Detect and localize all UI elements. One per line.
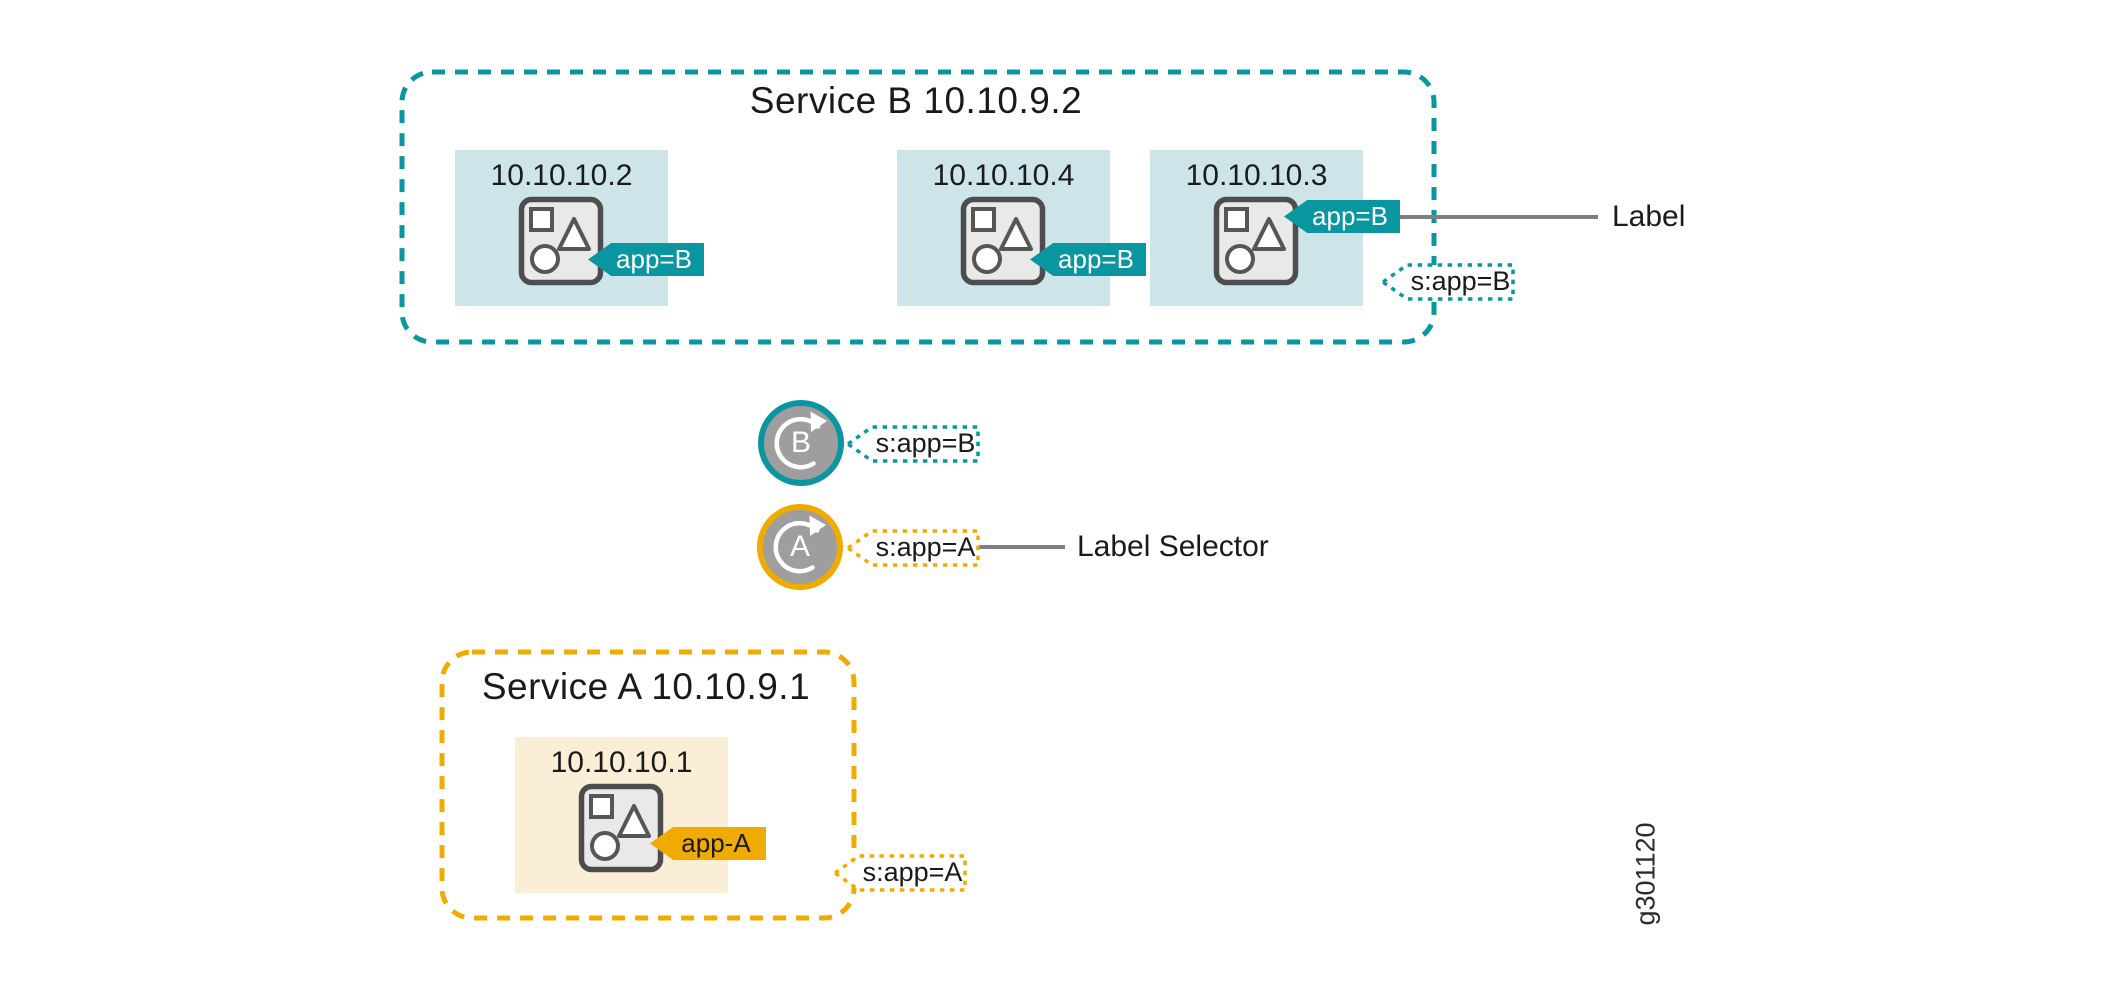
rotate-arrow-icon: [774, 411, 827, 470]
label-selector-callout-line: [979, 545, 1065, 549]
pod-ip: 10.10.10.2: [490, 159, 633, 192]
selector-a-tag: s:app=A: [845, 528, 981, 568]
selector-tag-text: s:app=B: [1410, 265, 1511, 296]
service-b-pod-3: 10.10.10.3: [1150, 150, 1363, 306]
label-annotation: Label: [1612, 200, 1686, 233]
selector-tag-text: s:app=A: [862, 856, 963, 887]
label-tag: app=B: [1030, 243, 1146, 276]
service-b-title: Service B 10.10.9.2: [749, 80, 1083, 121]
label-tag-text: app=B: [1058, 244, 1134, 274]
label-tag-text: app=B: [1312, 201, 1388, 231]
selector-b-tag: s:app=B: [845, 424, 981, 464]
service-b-selector-tag: s:app=B: [1380, 262, 1516, 302]
selector-a-letter: A: [789, 530, 810, 563]
rotate-arrow-icon: [773, 515, 826, 574]
selector-tag-text: s:app=A: [875, 531, 976, 562]
service-a-selector-tag: s:app=A: [832, 853, 968, 893]
label-tag: app=B: [1284, 200, 1400, 233]
pod-ip: 10.10.10.1: [550, 746, 693, 779]
service-a-pod-1: 10.10.10.1: [515, 737, 728, 893]
selector-b-circle: B: [758, 400, 844, 486]
selector-tag-text: s:app=B: [875, 427, 976, 458]
pod-icon: [518, 196, 604, 286]
figure-id: g301120: [1630, 822, 1661, 926]
pod-icon: [578, 783, 664, 873]
dotted-tag-outline-icon: [845, 425, 980, 463]
service-b-pod-2: 10.10.10.4: [897, 150, 1110, 306]
selector-b-letter: B: [790, 426, 811, 459]
dotted-tag-outline-icon: [832, 854, 967, 892]
service-a-title: Service A 10.10.9.1: [481, 666, 811, 707]
dotted-tag-outline-icon: [845, 529, 980, 567]
selector-a-circle: A: [757, 504, 843, 590]
service-b-boundary: [399, 69, 1437, 345]
service-b-pod-1: 10.10.10.2: [455, 150, 668, 306]
label-tag: app=B: [588, 243, 704, 276]
label-tag: app-A: [650, 827, 766, 860]
pod-icon: [960, 196, 1046, 286]
service-a-boundary: [439, 649, 857, 921]
label-tag-text: app-A: [681, 828, 751, 858]
dotted-tag-outline-icon: [1380, 263, 1515, 301]
pod-icon: [1213, 196, 1299, 286]
label-tag-text: app=B: [616, 244, 692, 274]
label-callout-line: [1400, 215, 1598, 219]
pod-ip: 10.10.10.3: [1185, 159, 1328, 192]
pod-ip: 10.10.10.4: [932, 159, 1075, 192]
label-selector-annotation: Label Selector: [1077, 530, 1269, 563]
